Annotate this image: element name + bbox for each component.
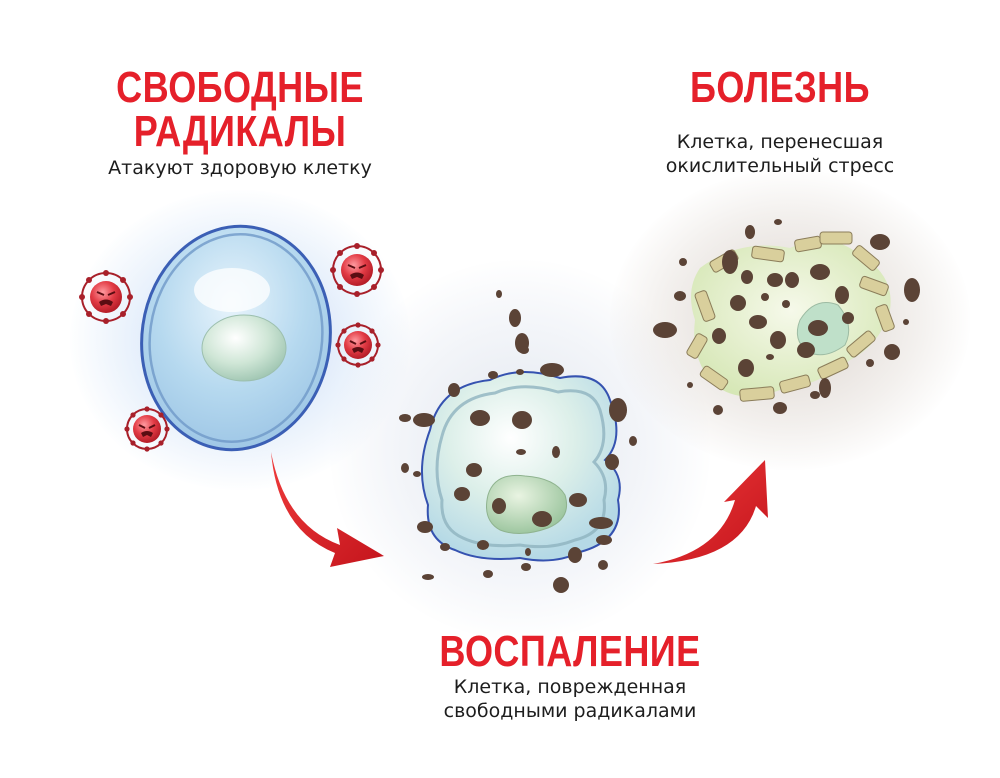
disease-title-line-1: БОЛЕЗНЬ [690,63,870,112]
inflammation-description: Клетка, поврежденная свободными радикала… [380,675,760,723]
free-radicals-title-line-2: РАДИКАЛЫ [133,107,347,156]
diseased-cell [653,219,920,415]
free-radicals-description-line-1: Атакуют здоровую клетку [108,157,372,179]
arrow-to-inflammation-icon [271,452,384,567]
inflammation-title: ВОСПАЛЕНИЕ [414,630,726,674]
inflammation-title-line-1: ВОСПАЛЕНИЕ [439,627,701,676]
inflammation-description-line-1: Клетка, поврежденная [453,676,687,698]
disease-description-line-2: окислительный стресс [665,155,895,177]
free-radical-3 [335,322,381,368]
free-radical-2 [330,243,384,297]
healthy-cell [140,224,332,452]
inflammation-description-line-2: свободными радикалами [443,700,697,722]
free-radicals-title-line-1: СВОБОДНЫЕ [116,63,364,112]
free-radicals-description: Атакуют здоровую клетку [60,156,420,180]
arrow-to-disease-icon [653,460,768,564]
free-radical-1 [79,270,133,324]
inflammation-debris [399,290,637,593]
disease-description: Клетка, перенесшая окислительный стресс [620,130,940,178]
inflamed-cell [420,370,621,562]
free-radical-4 [124,406,170,452]
disease-title: БОЛЕЗНЬ [657,66,903,110]
disease-description-line-1: Клетка, перенесшая [676,131,884,153]
free-radicals-title: СВОБОДНЫЕ РАДИКАЛЫ [109,66,371,154]
